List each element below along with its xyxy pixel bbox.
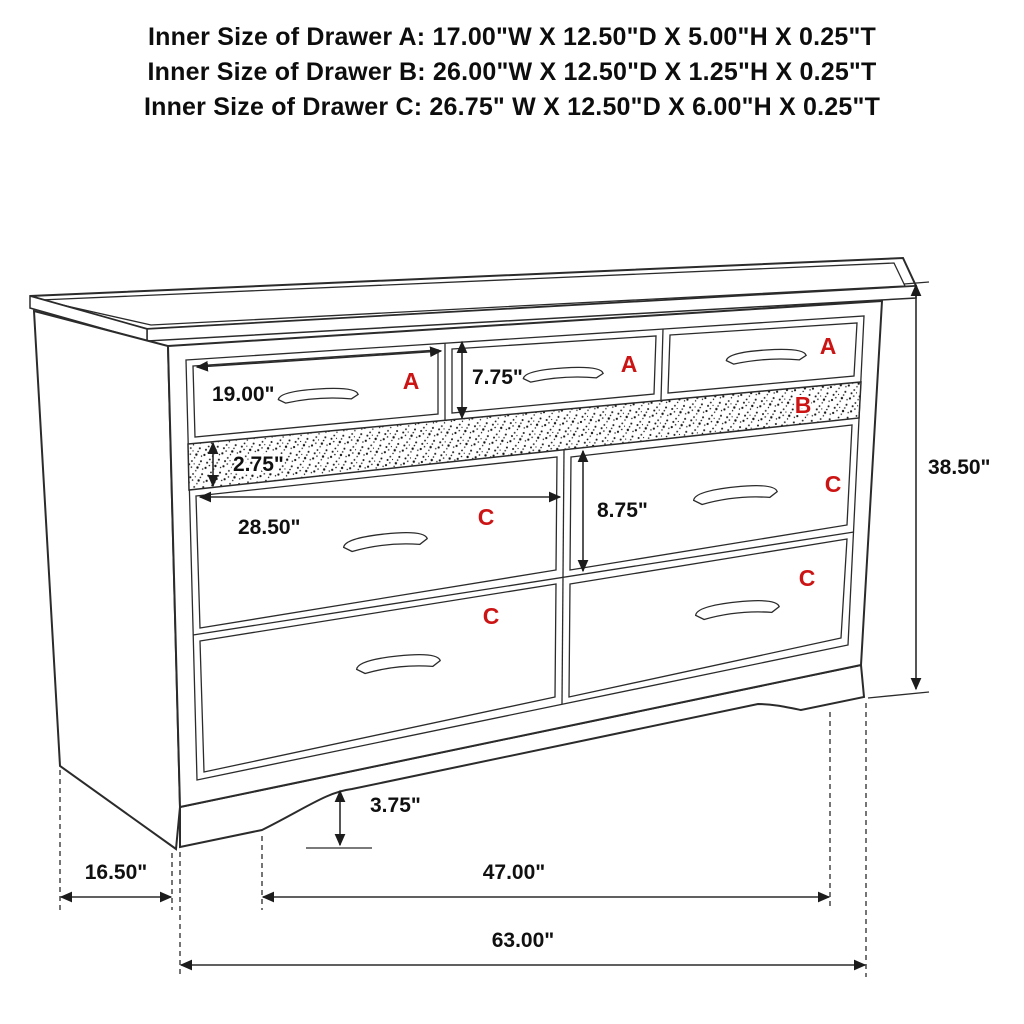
drawer-c-right-top-label: C bbox=[825, 471, 842, 497]
dim-drawer-c-width-label: 28.50" bbox=[238, 516, 301, 539]
dresser-left-side-panel bbox=[32, 309, 182, 851]
drawer-handle-icon bbox=[725, 348, 807, 365]
drawer-b-label: B bbox=[795, 392, 812, 418]
tick-lines bbox=[306, 281, 930, 849]
drawer-a1-label: A bbox=[403, 368, 420, 394]
drawer-frame-inner-edge bbox=[185, 315, 865, 781]
dim-drawer-a-width-arrow bbox=[195, 346, 443, 372]
drawer-handles bbox=[277, 348, 807, 675]
drawer-c-left-bottom-front bbox=[199, 583, 557, 773]
dim-overall-width-label: 63.00" bbox=[492, 929, 555, 952]
drawer-handle-icon bbox=[692, 485, 778, 506]
dim-foot-clearance-label: 3.75" bbox=[370, 794, 421, 817]
drawer-handle-icon bbox=[342, 532, 428, 553]
drawer-fronts bbox=[192, 322, 858, 773]
drawer-dividers bbox=[192, 328, 855, 705]
divider-top-row-2 bbox=[660, 328, 664, 401]
drawer-c-left-bottom-label: C bbox=[483, 603, 500, 629]
tick-overall-height-bottom bbox=[867, 691, 930, 699]
drawer-handle-icon bbox=[277, 387, 359, 404]
drawer-handle-icon bbox=[522, 366, 604, 383]
dim-side-depth-label: 16.50" bbox=[85, 861, 148, 884]
dim-drawer-c-height-label: 8.75" bbox=[597, 499, 648, 522]
dresser-base-feet bbox=[179, 663, 866, 849]
dim-drawer-a-width-label: 19.00" bbox=[212, 383, 275, 406]
dim-overall-height-label: 38.50" bbox=[928, 456, 991, 479]
dim-drawer-b-height-label: 2.75" bbox=[233, 453, 284, 476]
drawer-a3-label: A bbox=[820, 333, 837, 359]
drawer-c-right-bottom-label: C bbox=[799, 565, 816, 591]
tick-overall-height-top bbox=[903, 281, 930, 285]
drawer-c-left-top-label: C bbox=[478, 504, 495, 530]
header-line-drawer-a: Inner Size of Drawer A: 17.00"W X 12.50"… bbox=[147, 23, 876, 51]
divider-c-rows bbox=[192, 531, 855, 636]
dimension-arrows bbox=[59, 283, 922, 971]
dim-feet-spacing-label: 47.00" bbox=[483, 861, 546, 884]
dimension-labels: 19.00" 7.75" 2.75" 28.50" 8.75" 38.50" 3… bbox=[82, 364, 993, 955]
header-line-drawer-c: Inner Size of Drawer C: 26.75" W X 12.50… bbox=[143, 93, 881, 121]
drawer-b-jewel-strip bbox=[187, 381, 862, 491]
drawer-letter-labels: A A A B C C C C bbox=[401, 331, 844, 631]
drawer-a2-label: A bbox=[621, 351, 638, 377]
drawer-handle-icon bbox=[694, 600, 780, 621]
extension-lines bbox=[59, 703, 867, 977]
drawer-size-header: Inner Size of Drawer A: 17.00"W X 12.50"… bbox=[0, 20, 1024, 125]
drawer-handle-icon bbox=[355, 654, 441, 675]
header-line-drawer-b: Inner Size of Drawer B: 26.00"W X 12.50"… bbox=[147, 58, 877, 86]
dresser-drawing: A A A B C C C C bbox=[29, 256, 993, 977]
dim-drawer-a-height-label: 7.75" bbox=[472, 366, 523, 389]
